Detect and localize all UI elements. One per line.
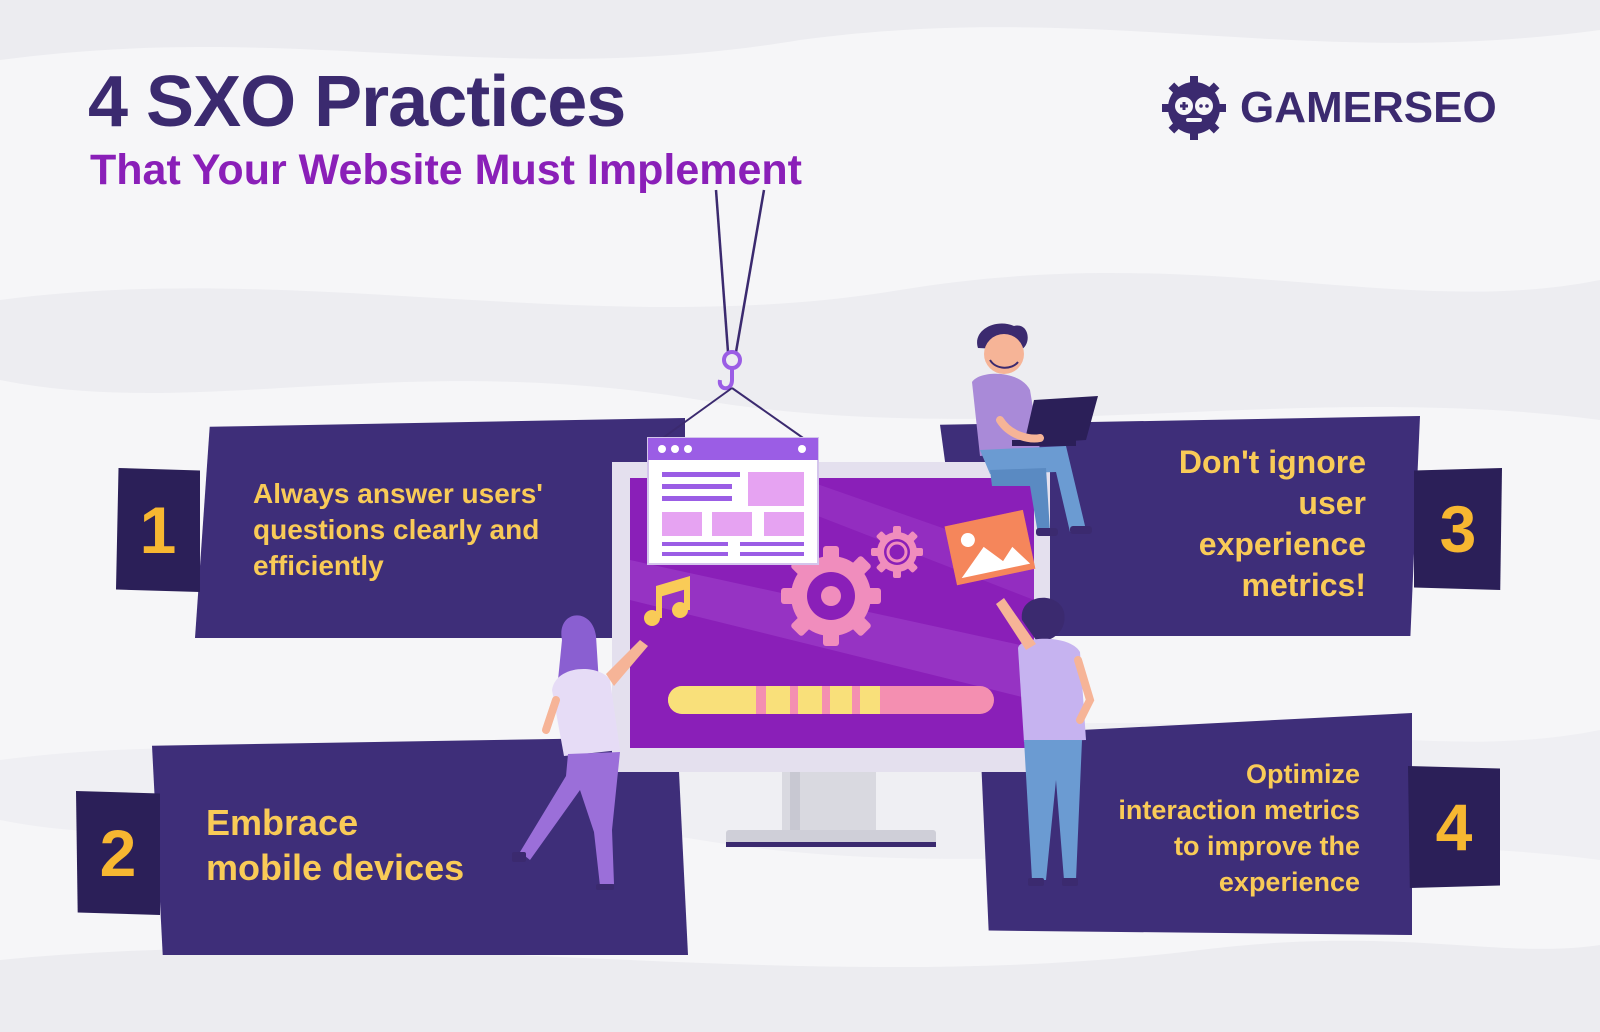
gamepad-gear-icon — [1162, 76, 1226, 140]
monitor-stand — [726, 770, 936, 847]
browser-window-icon — [647, 437, 819, 565]
person-woman — [512, 615, 648, 890]
practice-3-line: Don't ignore — [1178, 444, 1366, 480]
practice-2-line: mobile devices — [206, 847, 465, 888]
practice-number-2: 2 — [76, 791, 160, 915]
practice-text-1: Always answer users' questions clearly a… — [253, 476, 583, 584]
practice-4-line: interaction metrics — [1118, 795, 1360, 825]
practice-1-line: efficiently — [253, 550, 384, 581]
practice-2-line: Embrace — [206, 802, 359, 843]
page-subtitle: That Your Website Must Implement — [90, 146, 802, 194]
brand-logo: GAMERSEO — [1162, 76, 1497, 140]
crane-hook-icon — [659, 189, 807, 441]
practice-text-4: Optimize interaction metrics to improve … — [1060, 756, 1360, 900]
brand-name: GAMERSEO — [1240, 83, 1497, 132]
loading-progress-bar — [668, 686, 994, 714]
music-note-icon — [644, 576, 690, 626]
practice-number-4: 4 — [1408, 766, 1500, 888]
image-icon — [944, 509, 1036, 586]
practice-1-line: Always answer users' — [253, 478, 543, 509]
person-with-laptop — [972, 323, 1098, 536]
practice-3-line: experience — [1198, 526, 1366, 562]
gear-icon — [781, 546, 881, 646]
practice-1-line: questions clearly and — [253, 514, 540, 545]
practice-4-line: to improve the — [1173, 831, 1360, 861]
practice-3-line: user — [1298, 485, 1366, 521]
practice-4-line: experience — [1218, 867, 1360, 897]
practice-text-3: Don't ignore user experience metrics! — [1100, 442, 1366, 606]
small-gear-icon — [871, 526, 923, 578]
practice-number-1: 1 — [116, 468, 200, 592]
practice-text-2: Embrace mobile devices — [206, 800, 506, 890]
practice-number-3: 3 — [1414, 468, 1502, 590]
page-title: 4 SXO Practices — [88, 62, 626, 142]
practice-card-1 — [195, 418, 685, 638]
practice-3-line: metrics! — [1241, 567, 1367, 603]
practice-4-line: Optimize — [1245, 759, 1360, 789]
person-man — [996, 597, 1095, 886]
